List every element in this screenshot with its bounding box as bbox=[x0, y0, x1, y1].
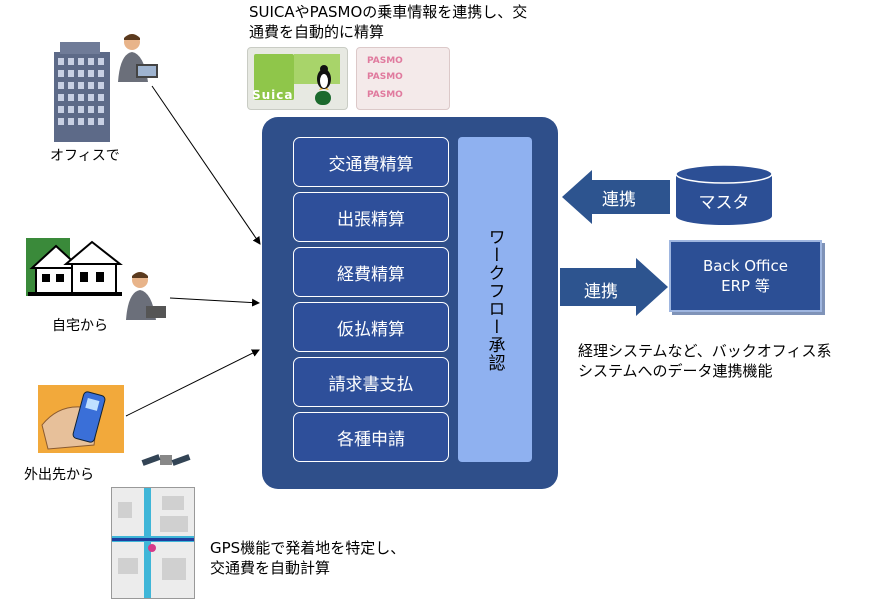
gps-caption-line1: GPS機能で発着地を特定し、 bbox=[210, 539, 406, 557]
location-label-outside: 外出先から bbox=[24, 467, 94, 483]
inbound-link-label: 連携 bbox=[602, 190, 636, 210]
outbound-link-arrow: 連携 bbox=[560, 258, 670, 316]
gps-map-image bbox=[111, 487, 195, 599]
location-label-home: 自宅から bbox=[52, 318, 108, 334]
master-database-icon: マスタ bbox=[675, 164, 773, 226]
pasmo-text-1: PASMO bbox=[367, 56, 403, 66]
house-icon bbox=[26, 228, 124, 298]
erp-label: ERP 等 bbox=[721, 277, 770, 295]
suica-card-image: Suica bbox=[247, 47, 348, 110]
outbound-link-label: 連携 bbox=[584, 282, 618, 302]
pasmo-card-image: PASMO PASMO PASMO bbox=[356, 47, 450, 110]
suica-card-text: Suica bbox=[252, 88, 294, 102]
gps-caption: GPS機能で発着地を特定し、 交通費を自動計算 bbox=[210, 538, 405, 578]
arrow-home-to-panel bbox=[169, 297, 260, 307]
feature-transport-expense[interactable]: 交通費精算 bbox=[293, 137, 449, 187]
businessman-at-desk-icon bbox=[118, 268, 168, 324]
satellite-icon bbox=[140, 445, 192, 475]
ic-card-caption-line2: 通費を自動的に精算 bbox=[249, 23, 385, 41]
master-label: マスタ bbox=[698, 193, 750, 213]
office-building-icon bbox=[46, 38, 118, 142]
feature-expense-settlement[interactable]: 経費精算 bbox=[293, 247, 449, 297]
ic-card-caption: SUICAやPASMOの乗車情報を連携し、交 通費を自動的に精算 bbox=[249, 2, 527, 42]
feature-business-trip[interactable]: 出張精算 bbox=[293, 192, 449, 242]
inbound-link-arrow: 連携 bbox=[562, 170, 670, 224]
businessman-at-computer-icon bbox=[108, 30, 160, 86]
ic-card-caption-line1: SUICAやPASMOの乗車情報を連携し、交 bbox=[249, 3, 528, 21]
pasmo-text-3: PASMO bbox=[367, 90, 403, 100]
location-label-office: オフィスで bbox=[50, 148, 120, 164]
gps-caption-line2: 交通費を自動計算 bbox=[210, 559, 331, 577]
feature-invoice-payment[interactable]: 請求書支払 bbox=[293, 357, 449, 407]
back-office-erp-box: Back Office ERP 等 bbox=[669, 240, 822, 312]
feature-advance-payment[interactable]: 仮払精算 bbox=[293, 302, 449, 352]
penguin-icon bbox=[316, 64, 332, 90]
back-office-label: Back Office bbox=[703, 257, 788, 275]
feature-various-applications[interactable]: 各種申請 bbox=[293, 412, 449, 462]
arrow-outside-to-panel bbox=[125, 349, 260, 417]
integration-caption-line1: 経理システムなど、バックオフィス系 bbox=[578, 342, 832, 360]
mobile-phone-hand-icon bbox=[38, 385, 124, 453]
workflow-approval-bar[interactable]: ワークフロー承認 bbox=[458, 137, 532, 462]
integration-caption: 経理システムなど、バックオフィス系 システムへのデータ連携機能 bbox=[578, 341, 832, 381]
integration-caption-line2: システムへのデータ連携機能 bbox=[578, 362, 773, 380]
arrow-office-to-panel bbox=[151, 85, 261, 245]
workflow-system-panel: 交通費精算 出張精算 経費精算 仮払精算 請求書支払 各種申請 ワークフロー承認 bbox=[262, 117, 558, 489]
workflow-approval-label: ワークフロー承認 bbox=[484, 227, 505, 372]
pasmo-text-2: PASMO bbox=[367, 72, 403, 82]
